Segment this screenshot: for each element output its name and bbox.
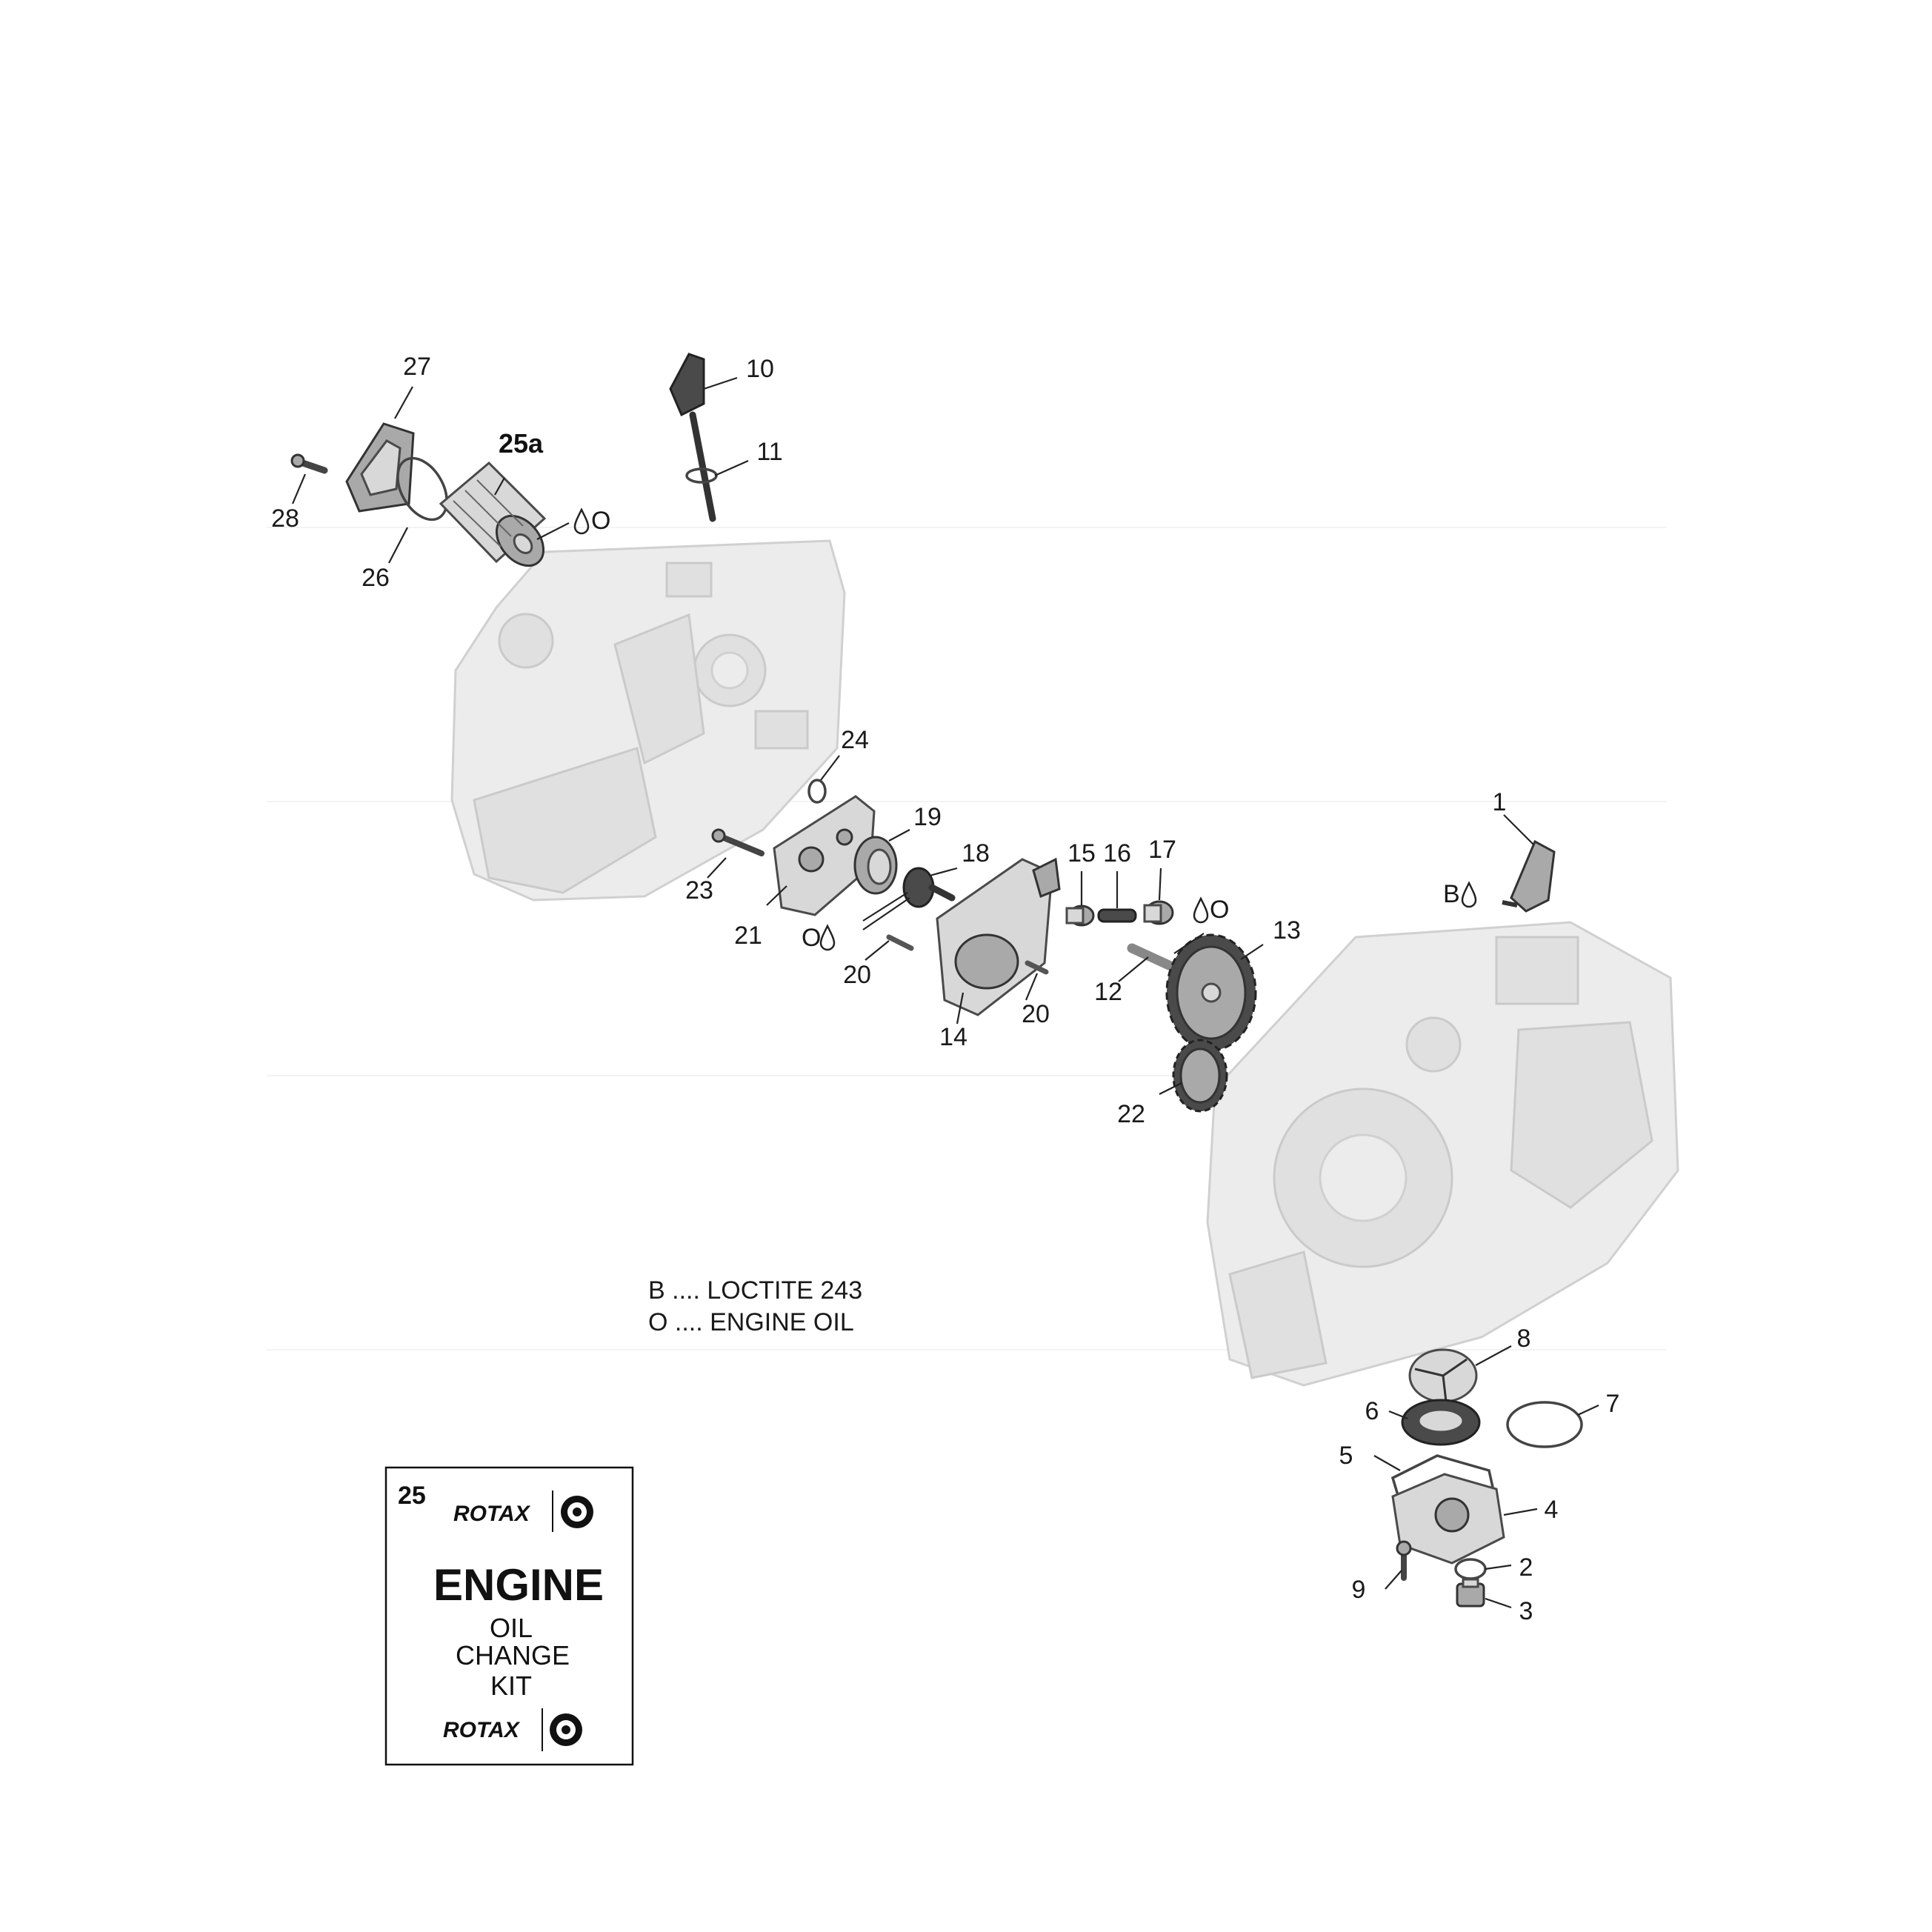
oil-drop-icon — [819, 924, 836, 951]
callout-1: 1 — [1493, 788, 1507, 816]
legend-loctite: B .... LOCTITE 243 — [648, 1276, 862, 1305]
part-17-valve-piston — [1143, 900, 1174, 925]
kit-line-change: CHANGE — [456, 1640, 570, 1670]
callout-23: 23 — [685, 876, 713, 905]
callout-6: 6 — [1365, 1397, 1379, 1425]
oil-mark-rotors: O — [802, 924, 836, 952]
kit-number: 25 — [398, 1482, 426, 1510]
kit-title: ENGINE — [433, 1560, 604, 1610]
kit-brand-bottom: ROTAX — [443, 1718, 521, 1742]
kit-brand-top: ROTAX — [453, 1502, 531, 1526]
part-23-screw — [711, 828, 765, 856]
part-6-seal — [1401, 1399, 1481, 1446]
loctite-mark-sensor: B — [1443, 880, 1477, 908]
legend-engine-oil: O .... ENGINE OIL — [648, 1308, 854, 1336]
part-18-inner-rotor — [902, 867, 956, 908]
svg-text:B: B — [1443, 880, 1460, 908]
callout-8: 8 — [1517, 1325, 1531, 1353]
crankcase-right-half — [1206, 921, 1679, 1387]
oil-drop-icon — [573, 507, 590, 535]
part-11-dipstick-o-ring — [685, 411, 718, 522]
svg-text:O: O — [802, 924, 821, 952]
callout-10: 10 — [746, 355, 774, 383]
legend: B .... LOCTITE 243 O .... ENGINE OIL — [648, 1276, 862, 1336]
part-19-outer-rotor — [853, 836, 898, 895]
part-12-shaft — [1127, 943, 1174, 970]
oil-drop-icon — [1193, 896, 1209, 924]
part-4-cover — [1391, 1473, 1505, 1565]
part-25a-oil-filter — [439, 461, 547, 567]
callout-2: 2 — [1519, 1553, 1533, 1582]
callout-13: 13 — [1273, 916, 1301, 945]
part-7-o-ring — [1506, 1401, 1583, 1448]
callout-18: 18 — [962, 839, 990, 867]
callout-7: 7 — [1606, 1390, 1620, 1418]
leader-lines — [291, 376, 1599, 1609]
part-28-screw — [290, 453, 328, 474]
callout-24: 24 — [841, 726, 869, 754]
application-marks: O O O B — [573, 507, 1477, 952]
brp-logo-icon — [561, 1496, 593, 1528]
part-20-pin-b — [1025, 960, 1049, 975]
kit-line-oil: OIL — [490, 1613, 533, 1643]
callout-20-a: 20 — [843, 961, 871, 989]
part-3-drain-plug — [1456, 1578, 1485, 1608]
callout-12: 12 — [1094, 978, 1122, 1006]
oil-mark-shaft: O — [1193, 896, 1229, 924]
callout-3: 3 — [1519, 1597, 1533, 1625]
callout-15: 15 — [1067, 839, 1096, 867]
crankcase-left-half — [450, 539, 846, 902]
callout-14: 14 — [939, 1023, 967, 1051]
part-13-large-gear — [1165, 933, 1257, 1052]
svg-text:O: O — [591, 507, 610, 535]
part-21-pump-cover — [773, 795, 876, 916]
part-16-spring — [1097, 908, 1137, 923]
callout-21: 21 — [734, 922, 762, 950]
callout-11: 11 — [756, 438, 782, 466]
part-1-sensor — [1502, 839, 1556, 913]
part-10-dipstick-cap — [669, 353, 705, 417]
part-20-pin-a — [886, 934, 914, 951]
callout-19: 19 — [913, 803, 942, 831]
callout-4: 4 — [1545, 1496, 1559, 1524]
callout-20-b: 20 — [1022, 1000, 1050, 1028]
callout-9: 9 — [1352, 1576, 1366, 1604]
part-8-strainer — [1408, 1348, 1478, 1403]
part-14-pump-housing — [936, 857, 1061, 1016]
loctite-drop-icon — [1461, 881, 1477, 908]
callout-17: 17 — [1148, 836, 1176, 864]
callout-22: 22 — [1117, 1100, 1145, 1128]
kit-line-kit: KIT — [490, 1670, 532, 1701]
oil-change-kit-box: 25 ROTAX ENGINE OIL CHANGE KIT ROTAX — [384, 1466, 634, 1766]
oil-mark-filter: O — [573, 507, 610, 535]
callout-28: 28 — [271, 504, 299, 533]
brp-logo-icon — [550, 1713, 582, 1746]
part-15-valve-plug — [1065, 905, 1095, 927]
callout-27: 27 — [403, 353, 431, 381]
part-9-screw — [1396, 1540, 1412, 1581]
callout-26: 26 — [362, 564, 390, 592]
part-2-washer — [1454, 1558, 1487, 1580]
callouts: 1 2 3 4 5 6 7 8 9 10 11 12 13 14 15 16 1… — [271, 353, 1619, 1625]
part-26-o-ring — [396, 456, 448, 522]
callout-5: 5 — [1339, 1442, 1353, 1470]
part-22-small-gear — [1172, 1039, 1228, 1113]
part-24-o-ring — [807, 779, 827, 804]
callout-16: 16 — [1103, 839, 1131, 867]
callout-25a: 25a — [499, 428, 544, 459]
svg-text:O: O — [1210, 896, 1229, 924]
